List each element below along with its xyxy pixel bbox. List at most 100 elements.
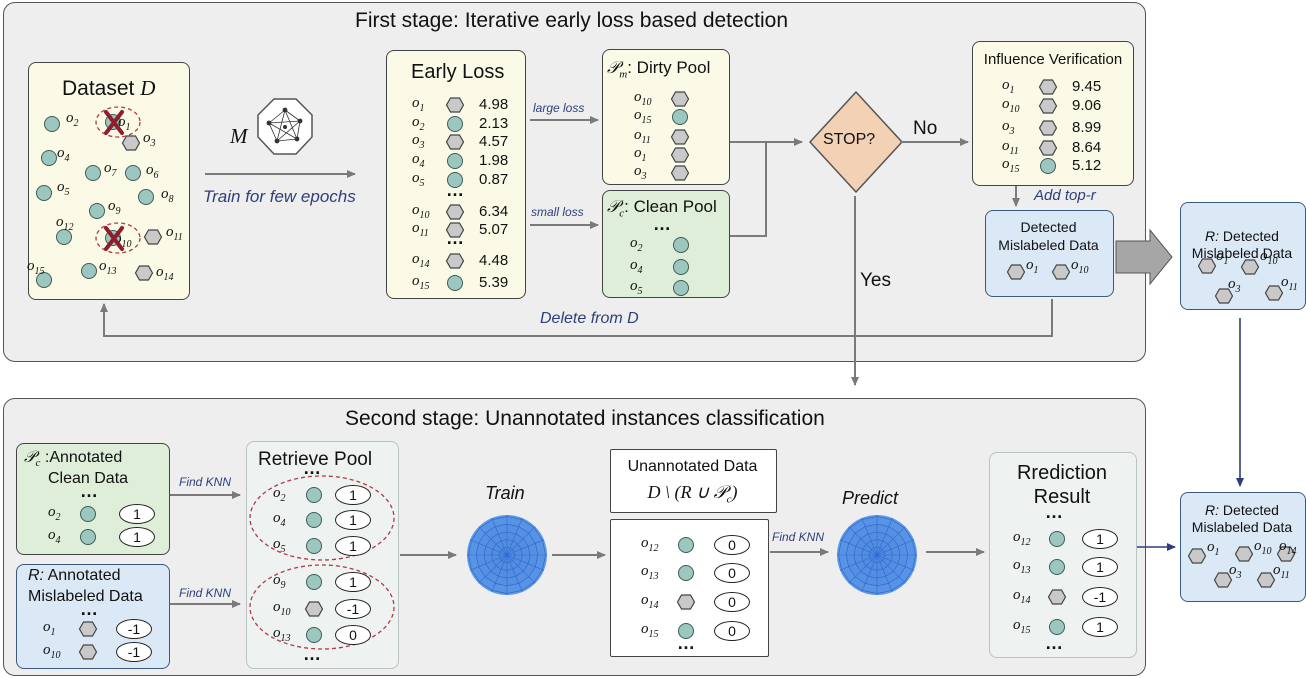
instance-label: o3: [634, 163, 647, 182]
instance-label: o4: [48, 527, 61, 546]
value-text: 0.87: [479, 171, 509, 188]
hexagon-icon: [445, 97, 465, 113]
model-label: M: [230, 124, 248, 148]
instance-label: o12: [1013, 529, 1031, 548]
instance-label: o1: [1207, 539, 1220, 558]
retrieve-pool-ellipsis: …: [303, 458, 322, 478]
instance-label: o5: [630, 278, 643, 297]
circle-icon: [306, 574, 322, 590]
instance-label: o14: [641, 592, 659, 611]
hexagon-icon: [1197, 258, 1217, 274]
label-pill: -1: [116, 642, 152, 662]
retrieve-pool-title: Retrieve Pool: [258, 449, 373, 470]
value-text: 4.48: [479, 252, 509, 269]
clean-pool-ellipsis: …: [653, 214, 672, 234]
value-text: 4.57: [479, 133, 509, 150]
instance-label: o3: [1228, 276, 1241, 295]
label-pill: 1: [335, 510, 371, 530]
instance-label: o10: [43, 642, 61, 661]
x-mark-icon: [104, 226, 124, 251]
annotated-mislabeled-title-line2: Mislabeled Data: [28, 588, 143, 605]
instance-label: o3: [1002, 118, 1015, 137]
circle-icon: [1040, 158, 1056, 174]
circle-icon: [36, 185, 52, 201]
instance-label: o1: [1026, 257, 1039, 276]
instance-label: o15: [27, 258, 45, 277]
circle-icon: [672, 109, 688, 125]
instance-label: o5: [412, 170, 425, 189]
circle-icon: [678, 565, 694, 581]
r-detected-title-top: R: Detected: [1205, 228, 1279, 244]
instance-label: o3: [1229, 562, 1242, 581]
circle-icon: [678, 623, 694, 639]
hexagon-icon: [445, 253, 465, 269]
value-text: 5.12: [1072, 157, 1102, 174]
hexagon-icon: [445, 222, 465, 238]
instance-label: o4: [412, 151, 425, 170]
removed-ellipse-o1: [95, 106, 141, 138]
label-pill: 1: [119, 527, 155, 547]
model-network-icon: [257, 98, 313, 155]
annotated-clean-title: 𝒫c :Annotated: [24, 449, 123, 470]
hexagon-icon: [670, 129, 690, 145]
instance-label: o4: [273, 510, 286, 529]
instance-label: o15: [1002, 156, 1020, 175]
value-text: 5.39: [479, 274, 509, 291]
circle-icon: [447, 153, 463, 169]
early-loss-ellipsis: …: [446, 228, 465, 248]
prediction-result-ellipsis: …: [1045, 502, 1064, 522]
instance-label: o10: [114, 231, 132, 250]
label-pill: 1: [119, 504, 155, 524]
label-pill: 0: [714, 535, 750, 555]
instance-label: o1: [1216, 248, 1229, 267]
find-knn-label-3: Find KNN: [772, 530, 825, 544]
instance-label: o13: [273, 625, 291, 644]
instance-label: o11: [1273, 562, 1290, 581]
unannotated-formula: D \ (R ∪ 𝒫c): [647, 482, 738, 506]
r-detected-title-bottom-line2: Mislabeled Data: [1191, 519, 1293, 535]
small-loss-label: small loss: [531, 205, 584, 219]
removed-ellipse-o10: [95, 222, 141, 254]
hexagon-icon: [1047, 589, 1067, 605]
prediction-result-title-line2: Result: [1033, 486, 1091, 508]
hexagon-icon: [670, 91, 690, 107]
instance-label: o12: [641, 535, 659, 554]
instance-label: o14: [1279, 538, 1297, 557]
instance-label: o1: [412, 95, 425, 114]
instance-label: o10: [634, 89, 652, 108]
hexagon-icon: [1213, 572, 1233, 588]
circle-icon: [673, 259, 689, 275]
hexagon-icon: [134, 265, 154, 281]
find-knn-label-2: Find KNN: [179, 586, 232, 600]
dataset-box: [28, 62, 190, 300]
x-mark-icon: [104, 110, 124, 135]
r-detected-title-bottom: R: Detected: [1205, 502, 1279, 518]
circle-icon: [306, 487, 322, 503]
first-stage-panel: [3, 2, 1146, 362]
annotated-mislabeled-title: R: Annotated: [28, 567, 121, 584]
hexagon-icon: [445, 134, 465, 150]
instance-label: o10: [1071, 257, 1089, 276]
dirty-pool-box: [602, 49, 730, 185]
prediction-result-title-line1: Rrediction: [1016, 462, 1108, 484]
instance-label: o15: [634, 107, 652, 126]
instance-label: o10: [1260, 248, 1278, 267]
hexagon-icon: [1038, 98, 1058, 114]
instance-label: o6: [146, 162, 159, 181]
label-pill: 0: [335, 625, 371, 645]
label-pill: 1: [335, 572, 371, 592]
value-text: 5.07: [479, 221, 509, 238]
circle-icon: [36, 272, 52, 288]
stop-label: STOP?: [823, 131, 876, 148]
label-pill: 0: [714, 592, 750, 612]
circle-icon: [80, 529, 96, 545]
trained-model-radar-icon: [467, 515, 547, 595]
instance-label: o11: [1002, 138, 1019, 157]
hexagon-icon: [78, 621, 98, 637]
instance-label: o15: [1013, 617, 1031, 636]
hexagon-icon: [1006, 264, 1026, 280]
label-pill: 1: [1082, 529, 1118, 549]
label-pill: 0: [714, 621, 750, 641]
